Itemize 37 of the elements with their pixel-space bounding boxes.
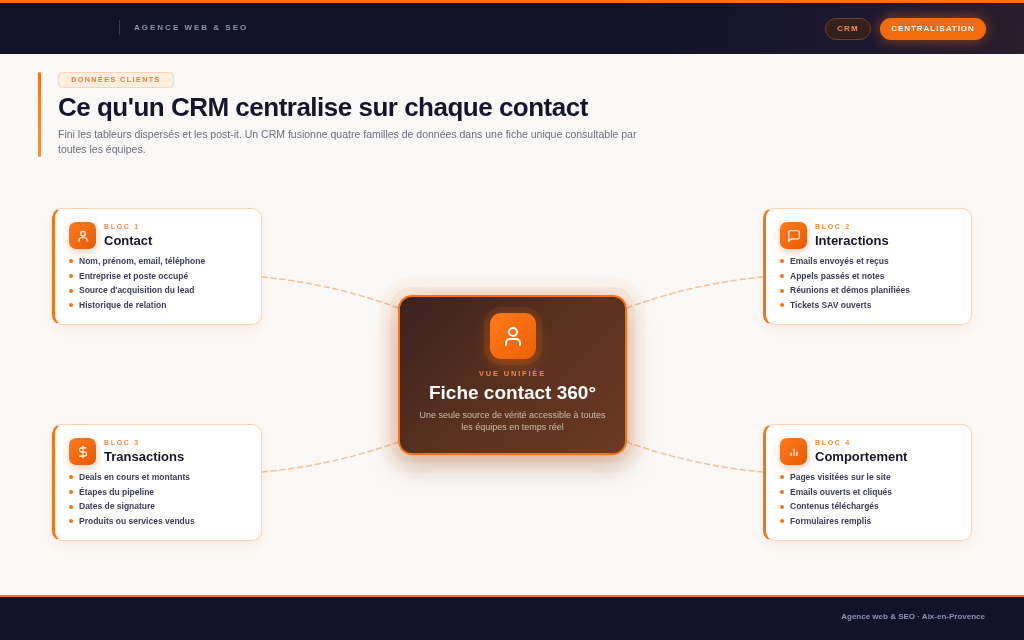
card-title: Transactions xyxy=(104,449,185,465)
dashed-connector xyxy=(261,276,399,309)
footer-tagline: Agence web & SEO · Aix-en-Provence xyxy=(841,612,985,622)
list-item: Entreprise et poste occupé xyxy=(79,270,189,282)
dashed-connector xyxy=(261,441,399,473)
dashed-connector xyxy=(626,276,764,309)
info-card xyxy=(52,208,262,325)
list-item: Emails ouverts et cliqués xyxy=(790,486,893,498)
list-item: Formulaires remplis xyxy=(790,515,872,527)
card-title: Interactions xyxy=(815,233,889,249)
info-card xyxy=(52,424,262,541)
card-title: Contact xyxy=(104,233,153,249)
list-item: Tickets SAV ouverts xyxy=(790,299,872,311)
page-title: Ce qu'un CRM centralise sur chaque contact xyxy=(58,92,588,123)
tagline: AGENCE WEB & SEO xyxy=(134,23,249,33)
tag-chip: CRM xyxy=(825,18,871,40)
list-item: Contenus téléchargés xyxy=(790,501,879,513)
list-item: Réunions et démos planifiées xyxy=(790,285,910,297)
list-item: Source d'acquisition du lead xyxy=(79,285,195,297)
list-item: Appels passés et notes xyxy=(790,270,885,282)
list-item: Produits ou services vendus xyxy=(79,515,195,527)
hub-title: Fiche contact 360° xyxy=(428,382,597,404)
dashed-connector xyxy=(626,441,764,473)
card-title: Comportement xyxy=(815,449,908,465)
cta-button: CENTRALISATION xyxy=(880,18,986,40)
list-item: Nom, prénom, email, téléphone xyxy=(79,255,206,267)
list-item: Étapes du pipeline xyxy=(79,486,155,498)
list-item: Dates de signature xyxy=(79,501,156,513)
list-item: Deals en cours et montants xyxy=(79,471,190,483)
hub-card xyxy=(398,295,627,455)
hub-description: Une seule source de vérité accessible à toutes les équipes en temps réel xyxy=(418,409,607,433)
info-card xyxy=(763,208,972,325)
intro-paragraph: Fini les tableurs dispersés et les post-it. Un CRM fusionne quatre familles de données dans une fiche unique consultable par toutes les équipes. xyxy=(58,127,638,157)
info-card xyxy=(763,424,972,541)
list-item: Historique de relation xyxy=(79,299,167,311)
list-item: Emails envoyés et reçus xyxy=(790,255,889,267)
list-item: Pages visitées sur le site xyxy=(790,471,891,483)
